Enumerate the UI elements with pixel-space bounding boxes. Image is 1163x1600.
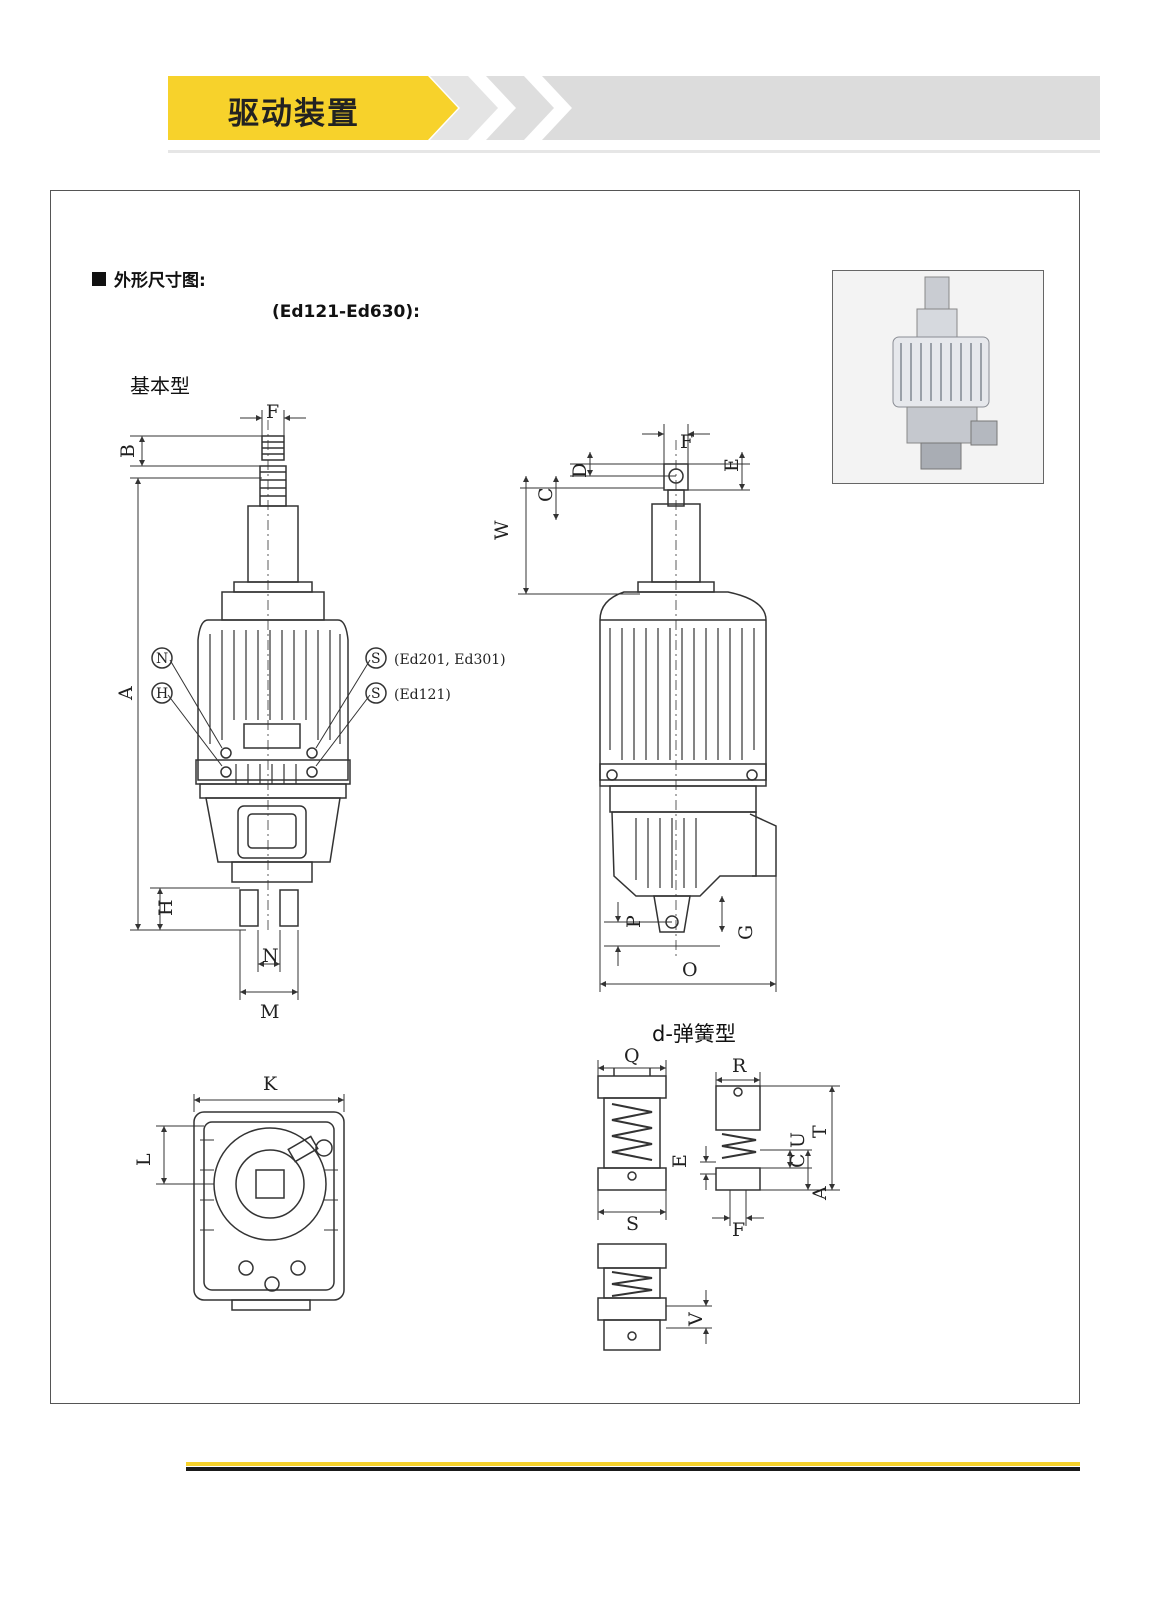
bottom-view-labels: K L bbox=[133, 1073, 278, 1166]
banner-chevrons bbox=[168, 76, 1100, 140]
dim-E-side: E bbox=[721, 458, 743, 472]
heading-text: 外形尺寸图: bbox=[114, 271, 206, 291]
dim-V: V bbox=[685, 1312, 707, 1327]
callout-S-2: S bbox=[371, 686, 381, 702]
spring-type-label: d-弹簧型 bbox=[652, 1022, 736, 1046]
model-range: (Ed121-Ed630): bbox=[272, 302, 420, 322]
callout-S-1: S bbox=[371, 651, 381, 667]
thruster-photo bbox=[832, 270, 1044, 484]
callout-note-ed201: (Ed201, Ed301) bbox=[394, 652, 506, 668]
dim-S: S bbox=[626, 1213, 639, 1235]
spring-view-dims bbox=[597, 1060, 840, 1344]
side-view bbox=[599, 440, 777, 960]
dim-F-front: F bbox=[266, 401, 279, 423]
dim-A-spring: A bbox=[809, 1186, 831, 1201]
page-banner: 驱动装置 bbox=[168, 76, 1100, 140]
footer-rule bbox=[186, 1462, 1080, 1471]
front-view-labels: F B A H N M N H S S (Ed201, Ed301) (Ed12… bbox=[115, 401, 506, 1023]
dim-Q: Q bbox=[624, 1045, 640, 1067]
footer-black-line bbox=[186, 1467, 1080, 1471]
dim-E-spring: E bbox=[669, 1154, 691, 1168]
dim-C-side: C bbox=[535, 487, 557, 502]
dim-U: U bbox=[787, 1132, 809, 1148]
banner-title: 驱动装置 bbox=[228, 96, 360, 132]
bullet-square-icon bbox=[92, 271, 106, 286]
dim-G: G bbox=[735, 925, 757, 940]
dim-H: H bbox=[155, 899, 177, 916]
footer-yellow-line bbox=[186, 1462, 1080, 1466]
dim-N: N bbox=[262, 945, 279, 967]
side-view-labels: F D E C W P G O bbox=[491, 431, 757, 981]
dim-F-spring: F bbox=[732, 1219, 745, 1241]
front-view-dims bbox=[130, 410, 306, 1000]
dim-D: D bbox=[569, 463, 591, 478]
dim-L: L bbox=[133, 1153, 155, 1166]
bottom-view-dims bbox=[156, 1094, 345, 1185]
dim-A: A bbox=[115, 686, 137, 701]
bottom-view bbox=[193, 1111, 345, 1311]
dim-C-spring: C bbox=[787, 1153, 809, 1168]
section-heading: 外形尺寸图: bbox=[92, 266, 206, 291]
spring-view bbox=[597, 1068, 761, 1351]
callout-N: N bbox=[156, 651, 168, 667]
callout-H: H bbox=[156, 686, 168, 702]
dim-F-side: F bbox=[680, 431, 693, 453]
basic-type-label: 基本型 bbox=[130, 374, 190, 398]
callout-note-ed121: (Ed121) bbox=[394, 687, 451, 703]
thruster-photo-icon bbox=[833, 271, 1043, 483]
side-view-dims bbox=[518, 424, 777, 992]
dim-P: P bbox=[623, 915, 645, 928]
dim-W: W bbox=[491, 520, 513, 540]
dim-K: K bbox=[263, 1073, 278, 1095]
spring-view-labels: Q R E T C U A S F V bbox=[624, 1045, 831, 1327]
dim-T: T bbox=[809, 1125, 831, 1138]
front-view bbox=[151, 420, 387, 930]
dim-R: R bbox=[732, 1055, 747, 1077]
dim-O: O bbox=[682, 959, 698, 981]
drawing-frame bbox=[50, 190, 1080, 1404]
dim-M: M bbox=[260, 1001, 279, 1023]
banner-rule bbox=[168, 150, 1100, 153]
dim-B: B bbox=[117, 444, 139, 458]
